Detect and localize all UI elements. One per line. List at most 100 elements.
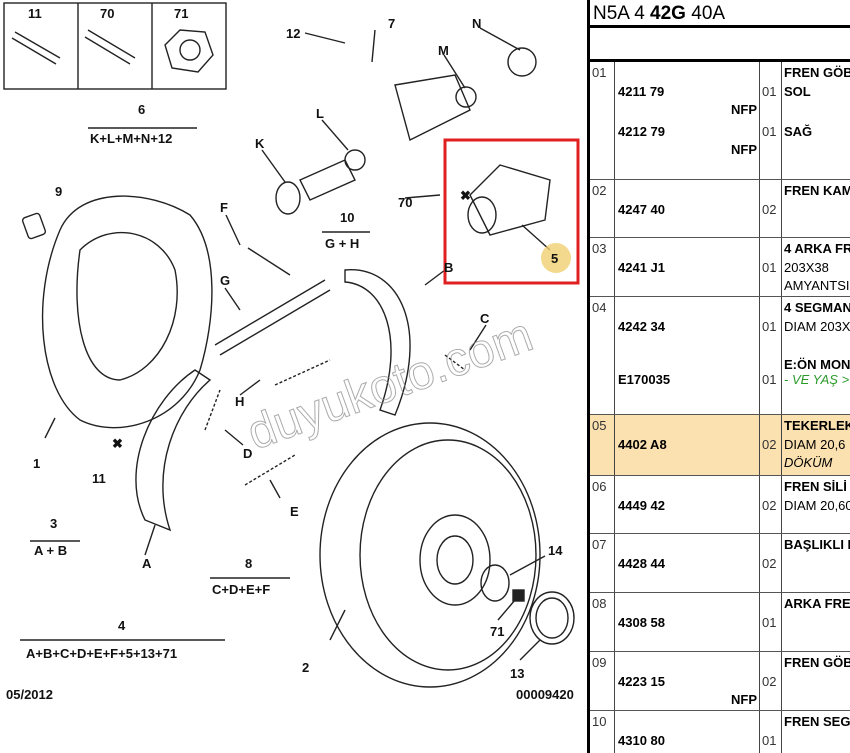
part-description: DIAM 203X bbox=[784, 319, 850, 334]
plug-9 bbox=[21, 212, 47, 240]
label-1: 1 bbox=[33, 456, 40, 471]
desc-title: FREN GÖB bbox=[784, 655, 850, 670]
label-70-b: 70 bbox=[398, 195, 412, 210]
label-C: C bbox=[480, 311, 490, 326]
label-F: F bbox=[220, 200, 228, 215]
ref-cell: 07 bbox=[592, 537, 607, 552]
label-H: H bbox=[235, 394, 244, 409]
desc-title: TEKERLEK bbox=[784, 418, 850, 433]
part-description: SOL bbox=[784, 84, 811, 99]
label-8: 8 bbox=[245, 556, 252, 571]
qty-cell: 02 bbox=[760, 415, 782, 475]
table-row[interactable]: 08 4308 58 01 ARKA FRE bbox=[590, 593, 850, 652]
brake-shoe-A bbox=[135, 369, 212, 532]
part-number[interactable]: 4211 79 bbox=[618, 84, 665, 99]
part-number[interactable]: 4223 15 bbox=[618, 674, 665, 689]
part-number[interactable]: 4212 79 bbox=[618, 124, 665, 139]
ref-cell: 08 bbox=[592, 596, 607, 611]
desc-extra: AMYANTSI bbox=[784, 278, 850, 293]
label-70: 70 bbox=[100, 6, 114, 21]
desc-cell: ARKA FRE bbox=[782, 593, 850, 651]
brake-drum-2 bbox=[319, 422, 541, 688]
ref-cell: 09 bbox=[592, 655, 607, 670]
part-description: SAĞ bbox=[784, 124, 813, 139]
label-E: E bbox=[290, 504, 299, 519]
seal-M bbox=[455, 86, 477, 108]
quantity: 01 bbox=[762, 372, 777, 387]
cap-N bbox=[507, 47, 537, 77]
desc-note: E:ÖN MON bbox=[784, 357, 850, 372]
part-description: 203X38 bbox=[784, 260, 829, 275]
quantity: 02 bbox=[762, 556, 777, 571]
part-cell: 4402 A8 bbox=[614, 415, 760, 475]
kit-6: K+L+M+N+12 bbox=[90, 131, 172, 146]
ref-cell: 05 bbox=[592, 418, 607, 433]
catalog-title: N5A 4 42G 40A bbox=[590, 0, 850, 28]
pin-F bbox=[247, 247, 291, 276]
label-D: D bbox=[243, 446, 252, 461]
part-cell: 4247 40 bbox=[614, 180, 760, 237]
brake-shoe-B bbox=[344, 269, 411, 416]
header-blank-row bbox=[590, 28, 850, 62]
part-cell: 4310 80 bbox=[614, 711, 760, 753]
cross-icon: ✖ bbox=[112, 436, 123, 451]
spring-H bbox=[274, 359, 331, 386]
part-number[interactable]: E170035 bbox=[618, 372, 671, 387]
part-cell: 4308 58 bbox=[614, 593, 760, 651]
qty-cell: 01 bbox=[760, 711, 782, 753]
wheel-cylinder bbox=[394, 74, 471, 142]
label-5: 5 bbox=[551, 251, 558, 266]
nut-71 bbox=[512, 589, 525, 602]
desc-cell: BAŞLIKLI I bbox=[782, 534, 850, 592]
label-71-b: 71 bbox=[490, 624, 504, 639]
part-description: DIAM 20,60 bbox=[784, 498, 850, 513]
quantity: 01 bbox=[762, 260, 777, 275]
nfp-badge: NFP bbox=[731, 142, 757, 157]
table-row[interactable]: 07 4428 44 02 BAŞLIKLI I bbox=[590, 534, 850, 593]
label-2: 2 bbox=[302, 660, 309, 675]
part-description: DIAM 20,6 bbox=[784, 437, 846, 452]
quantity: 01 bbox=[762, 319, 777, 334]
kit-8: C+D+E+F bbox=[212, 582, 270, 597]
label-12: 12 bbox=[286, 26, 300, 41]
part-number[interactable]: 4241 J1 bbox=[618, 260, 665, 275]
quantity: 02 bbox=[762, 674, 777, 689]
quantity: 01 bbox=[762, 615, 777, 630]
part-number[interactable]: 4449 42 bbox=[618, 498, 665, 513]
label-G: G bbox=[220, 273, 230, 288]
part-number[interactable]: 4242 34 bbox=[618, 319, 665, 334]
desc-cell: FREN SEG bbox=[782, 711, 850, 753]
part-number[interactable]: 4310 80 bbox=[618, 733, 665, 748]
part-number[interactable]: 4247 40 bbox=[618, 202, 665, 217]
exploded-parts-diagram: ✖ ✖ 11 70 71 6 K+L+M+N+12 12 7 N M L K 9… bbox=[3, 2, 580, 702]
table-row[interactable]: 02 4247 40 02 FREN KAM bbox=[590, 180, 850, 238]
label-L: L bbox=[316, 106, 324, 121]
qty-cell: 01 bbox=[760, 593, 782, 651]
part-number[interactable]: 4308 58 bbox=[618, 615, 665, 630]
adjuster-G bbox=[214, 279, 331, 356]
table-row[interactable]: 04 4242 34 E170035 01 01 4 SEGMAN DIAM 203X… bbox=[590, 297, 850, 415]
bolt-11-icon bbox=[11, 31, 61, 65]
piston-K bbox=[275, 181, 301, 215]
desc-title: 4 SEGMAN bbox=[784, 300, 850, 315]
quantity: 01 bbox=[762, 124, 777, 139]
ref-cell: 04 bbox=[592, 300, 607, 315]
part-number[interactable]: 4428 44 bbox=[618, 556, 665, 571]
desc-title: FREN GÖB bbox=[784, 65, 850, 80]
part-cell: 4241 J1 bbox=[614, 238, 760, 296]
seal-13 bbox=[529, 591, 575, 645]
kit-4: A+B+C+D+E+F+5+13+71 bbox=[26, 646, 177, 661]
part-description: - VE YAŞ > bbox=[784, 372, 850, 387]
qty-cell: 01 bbox=[760, 238, 782, 296]
part-number[interactable]: 4402 A8 bbox=[618, 437, 667, 452]
table-row[interactable]: 10 4310 80 01 FREN SEG bbox=[590, 711, 850, 753]
